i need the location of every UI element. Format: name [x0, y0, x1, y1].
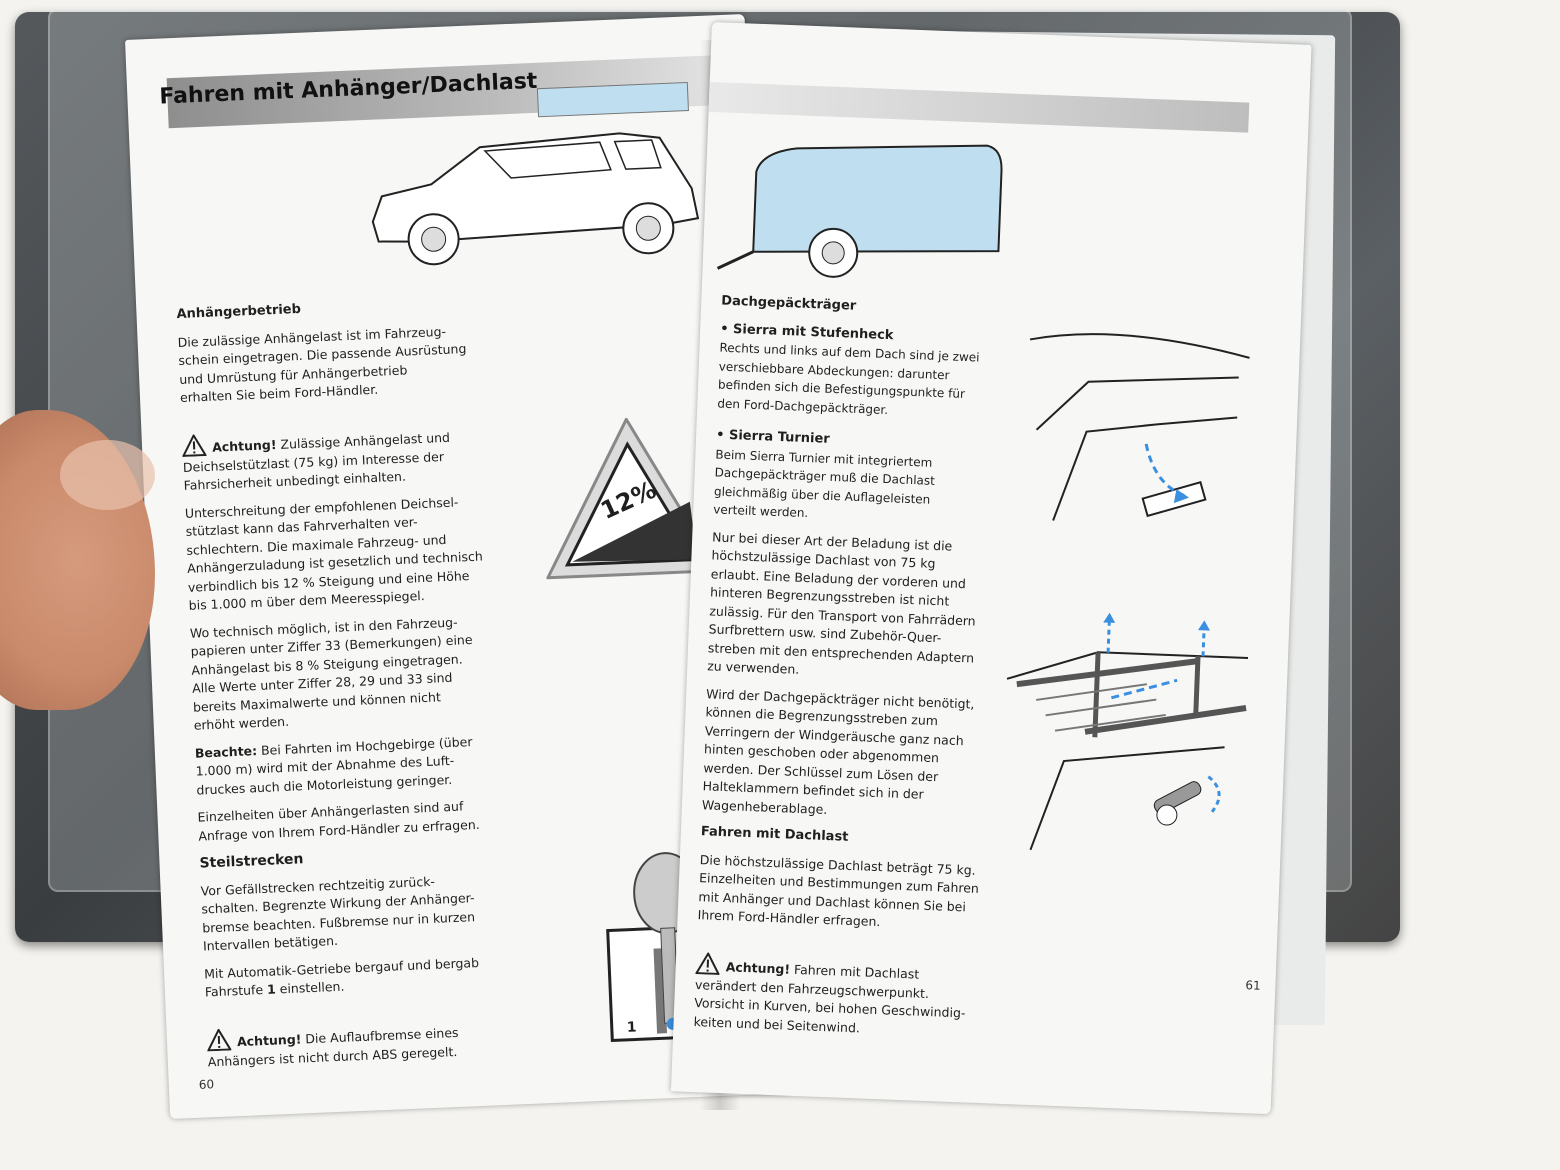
- gear-label: 1: [626, 1019, 637, 1036]
- trailer-illustration: [716, 144, 1003, 278]
- page-number-right: 61: [1245, 978, 1261, 993]
- page-number-left: 60: [198, 1077, 215, 1092]
- paragraph: Die zulässige Anhängelast ist im Fahrzeu…: [177, 323, 467, 406]
- bullet-icon: •: [719, 321, 734, 337]
- warning-triangle-icon: [181, 433, 207, 457]
- warning-label: Achtung!: [236, 1031, 302, 1050]
- section-heading-dachgepaecktraeger: Dachgepäckträger: [721, 293, 857, 314]
- note-block: Beachte: Bei Fahrten im Hochgebirge (übe…: [195, 730, 527, 799]
- bullet-icon: •: [715, 427, 730, 443]
- slope-sign: 12%: [536, 411, 723, 588]
- header-bar-right: [708, 81, 1250, 133]
- roof-rack-illustration: [1006, 612, 1249, 851]
- slope-sign-graphic: [546, 417, 720, 580]
- paragraph: Einzelheiten über Anhängerlasten sind au…: [197, 798, 480, 844]
- paragraph: Beim Sierra Turnier mit integriertem Dac…: [713, 446, 936, 521]
- warning-label: Achtung!: [211, 437, 277, 455]
- paragraph: Die höchstzulässige Dachlast beträgt 75 …: [697, 851, 980, 930]
- section-heading-anhaenger: Anhängerbetrieb: [176, 301, 302, 323]
- warning-label: Achtung!: [725, 959, 791, 977]
- paragraph: Vor Gefällstrecken rechtzeitig zurück- s…: [200, 873, 476, 954]
- section-heading-fahren-mit-dachlast: Fahren mit Dachlast: [700, 824, 849, 845]
- subheading-text: Sierra Turnier: [728, 427, 831, 447]
- note-label: Beachte:: [194, 742, 258, 761]
- left-page: Fahren mit Anhänger/Dachlast Anhängerbet…: [125, 14, 790, 1120]
- anhaenger-section: Anhängerbetrieb Die zulässige Anhängelas…: [176, 292, 538, 1080]
- paragraph: Rechts und links auf dem Dach sind je zw…: [717, 340, 980, 417]
- dach-section: Dachgepäckträger • Sierra mit Stufenheck…: [693, 293, 1007, 1051]
- warning-block: Achtung! Zulässige Anhängelast und Deich…: [181, 403, 514, 496]
- paragraph: Wird der Dachgepäckträger nicht benötigt…: [701, 685, 975, 817]
- paragraph: Wo technisch möglich, ist in den Fahrzeu…: [189, 614, 473, 733]
- paragraph: Nur bei dieser Art der Beladung ist die …: [706, 528, 976, 677]
- paragraph: Mit Automatik-Getriebe bergauf und berga…: [204, 951, 535, 1002]
- warning-triangle-icon: [206, 1028, 232, 1052]
- text-fragment: einstellen.: [275, 978, 345, 997]
- warning-block: Achtung! Fahren mit Dachlast verändert d…: [693, 934, 982, 1042]
- thumbnail: [60, 440, 155, 510]
- warning-block: Achtung! Die Auflaufbremse eines Anhänge…: [206, 997, 538, 1071]
- roof-cover-illustration: [1029, 333, 1250, 521]
- car-illustration: [371, 81, 700, 266]
- warning-triangle-icon: [695, 952, 721, 975]
- section-heading-steilstrecken: Steilstrecken: [199, 851, 304, 872]
- right-page: Dachgepäckträger • Sierra mit Stufenheck…: [670, 22, 1312, 1115]
- paragraph: Unterschreitung der empfohlenen Deichsel…: [184, 493, 484, 613]
